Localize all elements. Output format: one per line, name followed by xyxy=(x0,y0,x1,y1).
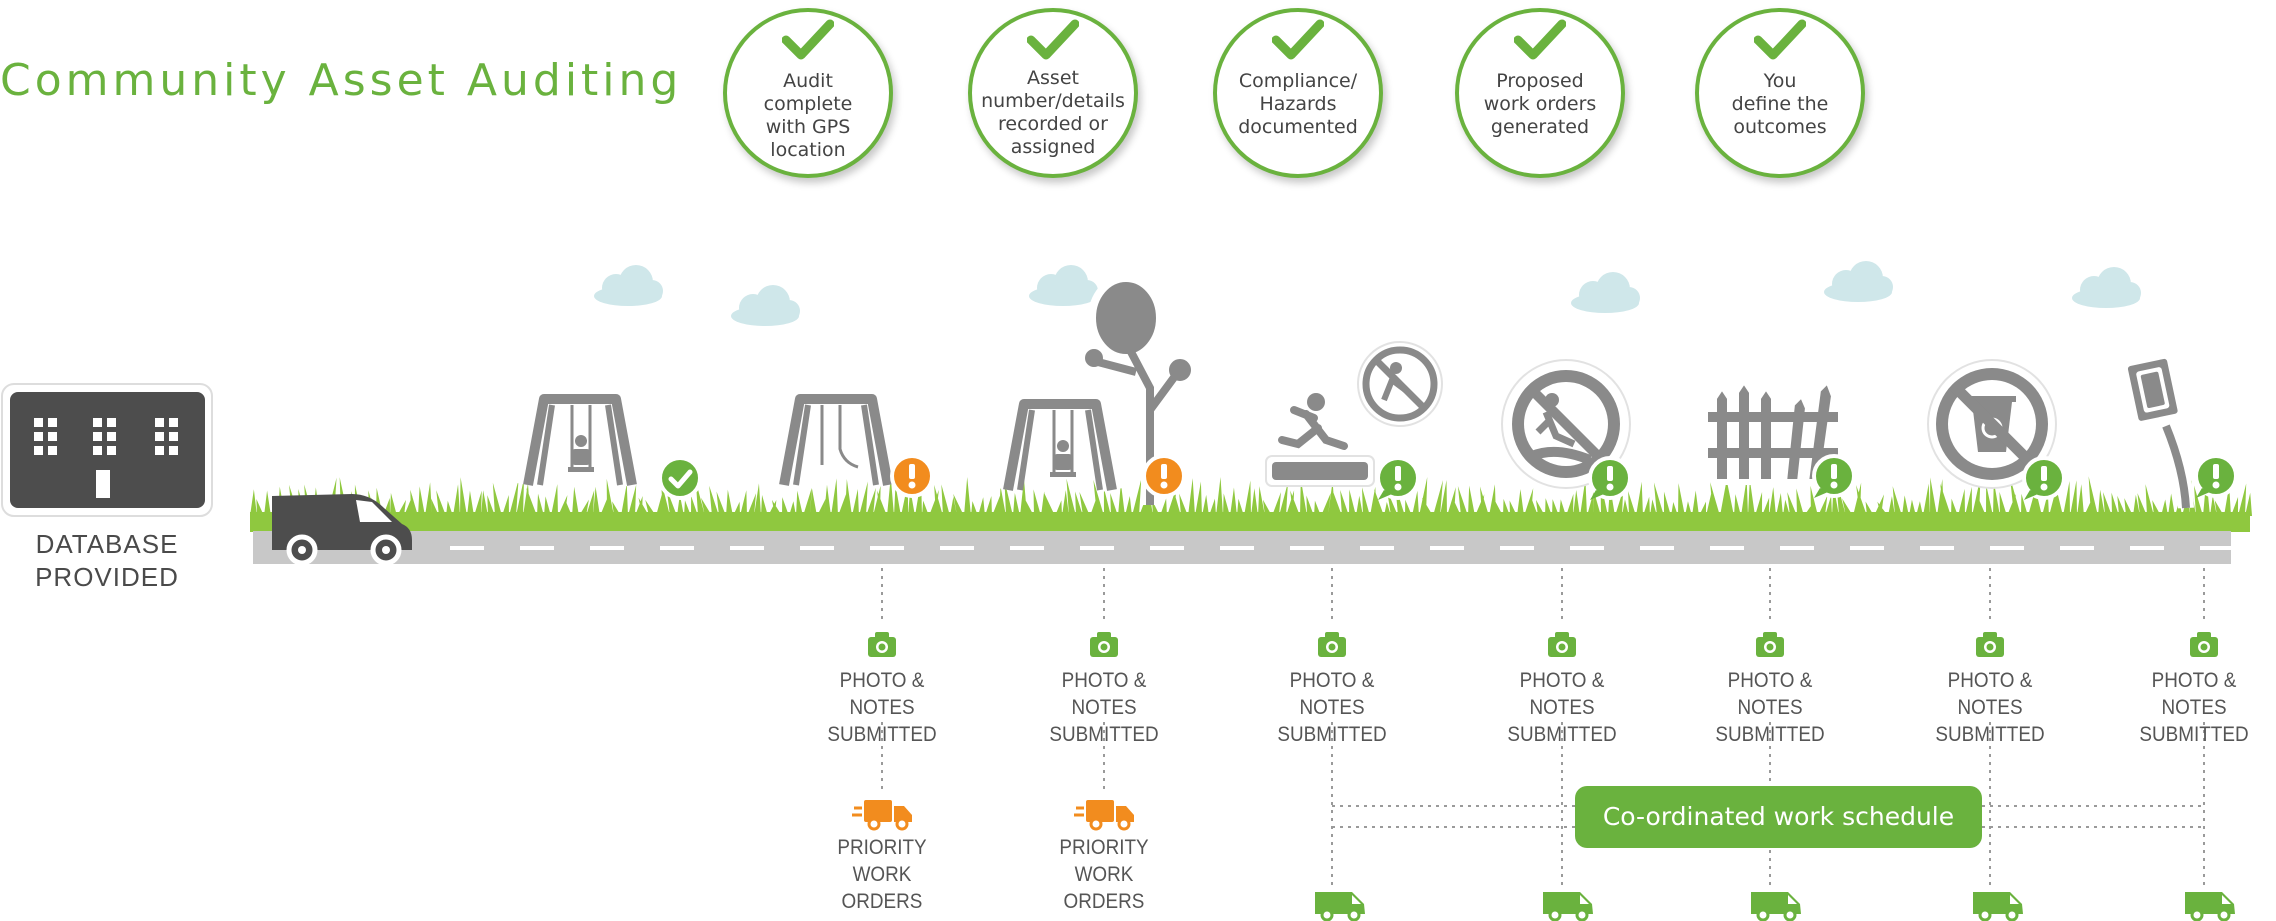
swing-set-icon xyxy=(528,399,632,485)
cloud-group xyxy=(594,261,2141,326)
step-text: Compliance/ Hazards documented xyxy=(1238,70,1358,138)
priority-alert-icon xyxy=(890,454,934,498)
issue-alert-icon xyxy=(1588,456,1632,502)
van-icon xyxy=(272,494,412,566)
priority-truck-icon xyxy=(1072,798,1136,831)
photo-notes-label: PHOTO & NOTES SUBMITTED xyxy=(1935,669,2045,746)
issue-alert-icon xyxy=(2022,456,2066,502)
issue-alert-icon xyxy=(1376,456,1420,502)
step-text: Proposed work orders generated xyxy=(1483,70,1597,138)
issue-alert-icon xyxy=(1812,454,1856,500)
work-van-icon xyxy=(1749,890,1803,921)
leaning-sign-icon xyxy=(2121,352,2194,509)
check-icon xyxy=(782,19,834,60)
step-text: Asset number/details recorded or assigne… xyxy=(981,67,1125,158)
camera-icon xyxy=(1318,632,1346,657)
broken-swing-set-icon xyxy=(784,399,888,485)
camera-icon xyxy=(1976,632,2004,657)
no-bin-sign-icon xyxy=(1927,359,2057,489)
camera-icon xyxy=(1548,632,1576,657)
check-badge-icon xyxy=(658,456,702,500)
step-work-orders: Proposed work orders generated xyxy=(1455,8,1625,178)
camera-icon xyxy=(868,632,896,657)
step-text: You define the outcomes xyxy=(1731,70,1829,138)
step-gps-audit: Audit complete with GPS location xyxy=(723,8,893,178)
building-icon xyxy=(1,383,213,517)
priority-work-orders-label: PRIORITY WORK ORDERS xyxy=(1059,836,1149,913)
camera-icon xyxy=(2190,632,2218,657)
step-outcomes: You define the outcomes xyxy=(1695,8,1865,178)
camera-icon xyxy=(1090,632,1118,657)
check-icon xyxy=(1754,19,1806,60)
grass-strip xyxy=(250,476,2252,532)
work-van-icon xyxy=(2183,890,2237,921)
check-icon xyxy=(1514,19,1566,60)
priority-work-orders-label: PRIORITY WORK ORDERS xyxy=(837,836,927,913)
check-icon xyxy=(1027,19,1079,60)
issue-alert-icon xyxy=(2194,454,2238,500)
work-van-icon xyxy=(1541,890,1595,921)
check-icon xyxy=(1272,19,1324,60)
photo-notes-label: PHOTO & NOTES SUBMITTED xyxy=(1049,669,1159,746)
photo-notes-label: PHOTO & NOTES SUBMITTED xyxy=(1715,669,1825,746)
step-text: Audit complete with GPS location xyxy=(763,70,853,161)
priority-alert-icon xyxy=(1142,454,1186,498)
step-compliance: Compliance/ Hazards documented xyxy=(1213,8,1383,178)
no-swimming-sign-icon xyxy=(1501,359,1631,489)
camera-icon xyxy=(1756,632,1784,657)
priority-truck-icon xyxy=(850,798,914,831)
step-asset-details: Asset number/details recorded or assigne… xyxy=(968,8,1138,178)
work-van-icon xyxy=(1313,890,1367,921)
broken-fence-icon xyxy=(1708,374,1838,485)
photo-notes-label: PHOTO & NOTES SUBMITTED xyxy=(2139,669,2249,746)
swing-set-with-tree-icon xyxy=(1008,274,1197,505)
photo-notes-label: PHOTO & NOTES SUBMITTED xyxy=(1507,669,1617,746)
photo-notes-label: PHOTO & NOTES SUBMITTED xyxy=(827,669,937,746)
road xyxy=(253,531,2231,564)
page-title: Community Asset Auditing xyxy=(0,55,683,106)
slip-hazard-icon xyxy=(1265,341,1443,487)
photo-notes-label: PHOTO & NOTES SUBMITTED xyxy=(1277,669,1387,746)
database-label: DATABASE PROVIDED xyxy=(35,529,179,592)
work-schedule-badge: Co-ordinated work schedule xyxy=(1575,786,1982,848)
work-van-icon xyxy=(1971,890,2025,921)
